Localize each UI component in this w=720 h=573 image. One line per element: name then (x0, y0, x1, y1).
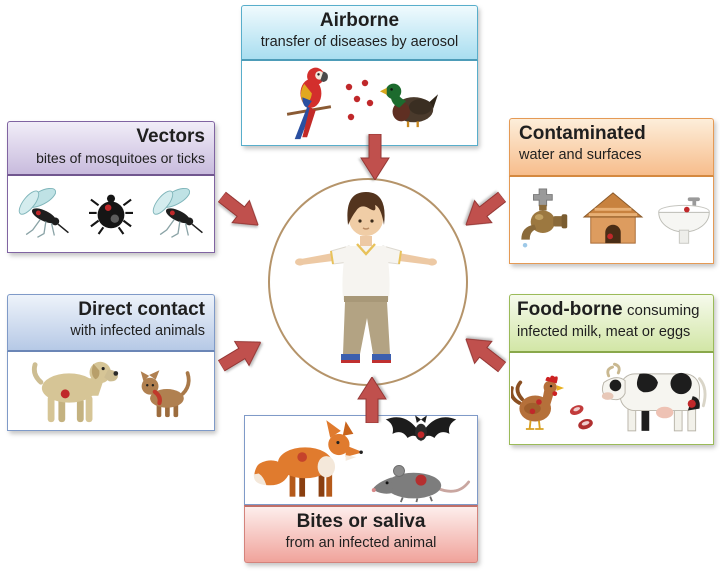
sink-icon (655, 190, 713, 251)
rat-icon (369, 459, 473, 508)
arrow-airborne-to-center (360, 134, 390, 180)
bites-box: Bites or saliva from an infected animal (244, 415, 478, 563)
meat-pieces-icon (567, 401, 597, 440)
food-borne-content (508, 353, 714, 445)
vectors-box: Vectors bites of mosquitoes or ticks (7, 121, 215, 253)
fox-icon (249, 416, 365, 505)
direct-contact-subtitle: with infected animals (70, 323, 205, 339)
food-borne-box: Food-borne consuming infected milk, meat… (508, 294, 714, 445)
direct-contact-header: Direct contact with infected animals (7, 294, 215, 352)
airborne-box: Airborne transfer of diseases by aerosol (241, 5, 478, 146)
child-figure (291, 186, 441, 376)
bites-header: Bites or saliva from an infected animal (244, 505, 478, 563)
airborne-title: Airborne (319, 10, 400, 31)
food-borne-title: Food-borne (517, 299, 623, 320)
cat-icon (136, 359, 196, 424)
direct-contact-title: Direct contact (78, 299, 205, 320)
arrow-contaminated-to-center (457, 185, 512, 237)
contaminated-subtitle: water and surfaces (519, 147, 642, 163)
airborne-subtitle: transfer of diseases by aerosol (260, 34, 459, 50)
direct-contact-content (7, 352, 215, 431)
airborne-content (241, 61, 478, 146)
arrow-direct-contact-to-center (214, 329, 269, 378)
contaminated-content (509, 177, 714, 264)
bites-title: Bites or saliva (296, 511, 426, 532)
faucet-icon (511, 185, 571, 256)
bites-subtitle: from an infected animal (285, 535, 437, 551)
vectors-subtitle: bites of mosquitoes or ticks (36, 150, 205, 166)
arrow-vectors-to-center (213, 185, 268, 237)
cow-icon (599, 361, 713, 440)
food-borne-header: Food-borne consuming infected milk, meat… (509, 294, 714, 353)
food-borne-subtitle: infected milk, meat or eggs (517, 324, 691, 340)
dog-icon (26, 353, 120, 430)
food-borne-title-rest: consuming (626, 302, 700, 319)
hen-icon (508, 369, 565, 440)
mosquito-icon (147, 182, 209, 247)
arrow-bites-to-center (357, 377, 387, 423)
aerosol-particles-icon (341, 73, 375, 134)
bites-content (244, 415, 478, 505)
arrow-food-borne-to-center (457, 327, 512, 379)
vectors-header: Vectors bites of mosquitoes or ticks (7, 121, 215, 176)
doghouse-icon (581, 189, 645, 252)
tick-icon (89, 188, 133, 241)
direct-contact-box: Direct contact with infected animals (7, 294, 215, 431)
vectors-title: Vectors (136, 126, 205, 147)
bat-icon (378, 412, 464, 459)
duck-icon (379, 72, 439, 135)
parrot-icon (281, 61, 337, 146)
contaminated-header: Contaminated water and surfaces (509, 118, 714, 177)
contaminated-title: Contaminated (519, 123, 646, 144)
airborne-header: Airborne transfer of diseases by aerosol (241, 5, 478, 61)
mosquito-icon (13, 182, 75, 247)
contaminated-box: Contaminated water and surfaces (509, 118, 714, 264)
vectors-content (7, 176, 215, 253)
